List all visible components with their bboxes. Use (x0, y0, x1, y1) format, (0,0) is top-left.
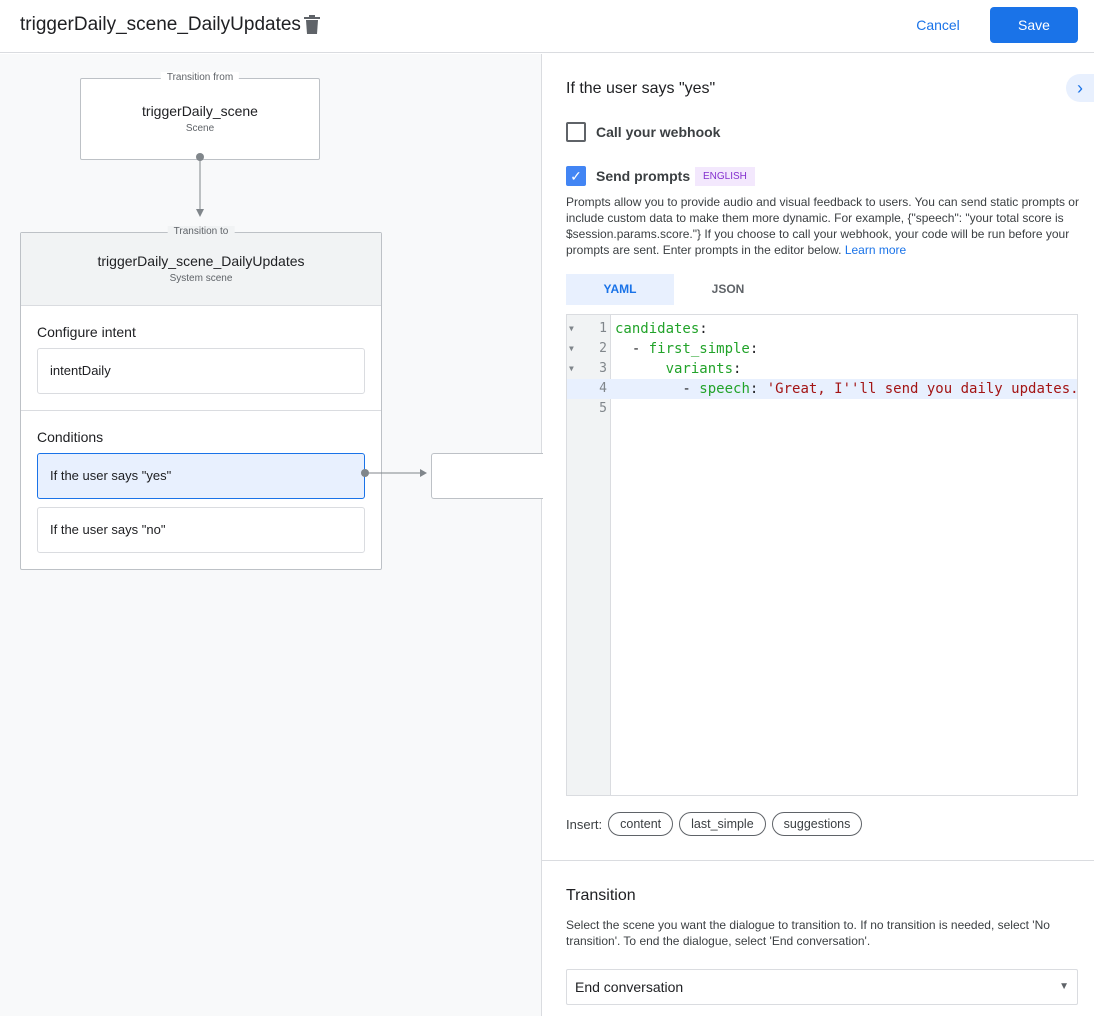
insert-chip-suggestions[interactable]: suggestions (771, 812, 863, 836)
configure-intent-heading: Configure intent (37, 324, 136, 340)
collapse-panel-chevron-icon[interactable]: › (1066, 74, 1094, 102)
details-panel: › If the user says "yes" Call your webho… (542, 54, 1094, 1016)
insert-label: Insert: (566, 816, 603, 832)
transition-from-node[interactable]: Transition from triggerDaily_scene Scene (80, 72, 320, 160)
transition-to-node: Transition to triggerDaily_scene_DailyUp… (20, 226, 382, 570)
transition-value: End conversation (575, 979, 684, 995)
condition-yes[interactable]: If the user says "yes" (37, 453, 365, 499)
target-node[interactable] (431, 453, 543, 499)
line-number: 3 (599, 361, 607, 376)
intent-card[interactable]: intentDaily (37, 348, 365, 394)
transition-to-label: Transition to (167, 226, 235, 237)
fold-arrow-icon[interactable]: ▼ (569, 324, 574, 333)
header-bar: triggerDaily_scene_DailyUpdates Cancel S… (0, 0, 1094, 53)
language-badge: ENGLISH (695, 167, 755, 186)
send-prompts-checkbox[interactable]: ✓ (566, 166, 586, 186)
scene-canvas: Transition from triggerDaily_scene Scene… (0, 54, 543, 1016)
save-button[interactable]: Save (990, 7, 1078, 43)
code-line: ▼2 - first_simple: (569, 341, 759, 357)
tab-json[interactable]: JSON (711, 282, 745, 296)
from-scene-name: triggerDaily_scene (142, 103, 258, 119)
fold-arrow-icon[interactable]: ▼ (569, 344, 574, 353)
webhook-label: Call your webhook (596, 124, 721, 140)
delete-icon[interactable] (304, 15, 320, 34)
from-scene-type: Scene (185, 123, 215, 134)
page-title: triggerDaily_scene_DailyUpdates (20, 14, 301, 35)
transition-heading: Transition (566, 887, 636, 904)
code-line: 4 - speech: 'Great, I''ll send you daily… (567, 379, 1079, 399)
tab-yaml[interactable]: YAML (566, 274, 674, 305)
insert-chip-last-simple[interactable]: last_simple (679, 812, 766, 836)
insert-chip-content[interactable]: content (608, 812, 674, 836)
code-line: ▼3 variants: (569, 361, 742, 377)
webhook-checkbox[interactable] (566, 122, 586, 142)
prompts-description: Prompts allow you to provide audio and v… (566, 195, 1079, 257)
condition-no[interactable]: If the user says "no" (37, 507, 365, 553)
learn-more-link[interactable]: Learn more (844, 243, 907, 257)
fold-arrow-icon[interactable]: ▼ (569, 364, 574, 373)
connector-arrow (196, 153, 204, 217)
transition-from-label: Transition from (160, 72, 240, 83)
panel-heading: If the user says "yes" (566, 80, 716, 97)
condition-connector (361, 469, 427, 477)
line-number: 2 (599, 341, 607, 356)
to-scene-name: triggerDaily_scene_DailyUpdates (97, 253, 305, 269)
send-prompts-label: Send prompts (596, 168, 691, 184)
transition-description: Select the scene you want the dialogue t… (566, 918, 1050, 948)
to-scene-type: System scene (169, 273, 233, 284)
line-number: 1 (599, 321, 607, 336)
line-number: 4 (599, 381, 607, 396)
conditions-heading: Conditions (37, 429, 104, 445)
cancel-button[interactable]: Cancel (916, 17, 960, 33)
line-number: 5 (599, 401, 607, 416)
transition-select[interactable]: End conversation ▼ (566, 969, 1078, 1005)
code-line: 5 (567, 399, 1077, 419)
dropdown-arrow-icon: ▼ (1059, 981, 1069, 992)
